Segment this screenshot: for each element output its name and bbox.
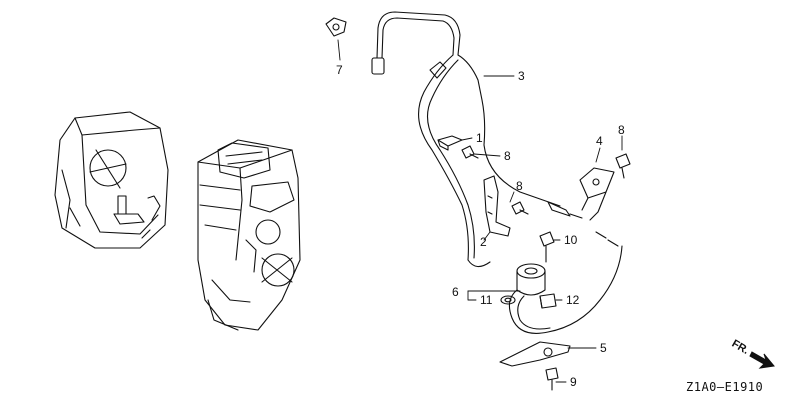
screw-part-9 (545, 367, 559, 391)
callout-9: 9 (570, 375, 577, 389)
callout-4: 4 (596, 134, 603, 148)
callout-2: 2 (480, 235, 487, 249)
callout-3: 3 (518, 69, 525, 83)
bolt-part-10 (539, 231, 555, 263)
front-arrow-icon (749, 351, 775, 369)
coil-part-6 (508, 245, 623, 334)
leader-lines (337, 39, 623, 383)
stay-part-5 (499, 341, 571, 367)
callout-1: 1 (476, 131, 483, 145)
callout-8-lower: 8 (516, 179, 523, 193)
clamp-part-7 (325, 17, 347, 37)
callout-8-upper: 8 (618, 123, 625, 137)
bolt-part-8 (461, 145, 631, 215)
callout-6: 6 (452, 285, 459, 299)
callout-8-middle: 8 (504, 149, 511, 163)
front-marker-label: FR. (730, 338, 751, 357)
callout-10: 10 (564, 233, 578, 247)
front-marker: FR. (730, 338, 775, 369)
wire-harness-part (371, 11, 619, 268)
engine-middle-illustration (197, 139, 301, 331)
collar-part-12 (539, 293, 557, 309)
callout-7: 7 (336, 63, 343, 77)
drawing-code: Z1A0—E1910 (686, 380, 764, 394)
engine-left-illustration (54, 111, 169, 249)
callout-12: 12 (566, 293, 580, 307)
clip-part-1 (437, 135, 463, 151)
washer-part-11 (500, 295, 516, 305)
callout-labels: 1 2 3 4 5 6 7 8 8 8 9 10 11 12 (336, 63, 625, 389)
callout-11: 11 (480, 293, 493, 307)
bracket-part-2 (483, 175, 511, 237)
switch-part-4 (579, 167, 615, 221)
callout-5: 5 (600, 341, 607, 355)
